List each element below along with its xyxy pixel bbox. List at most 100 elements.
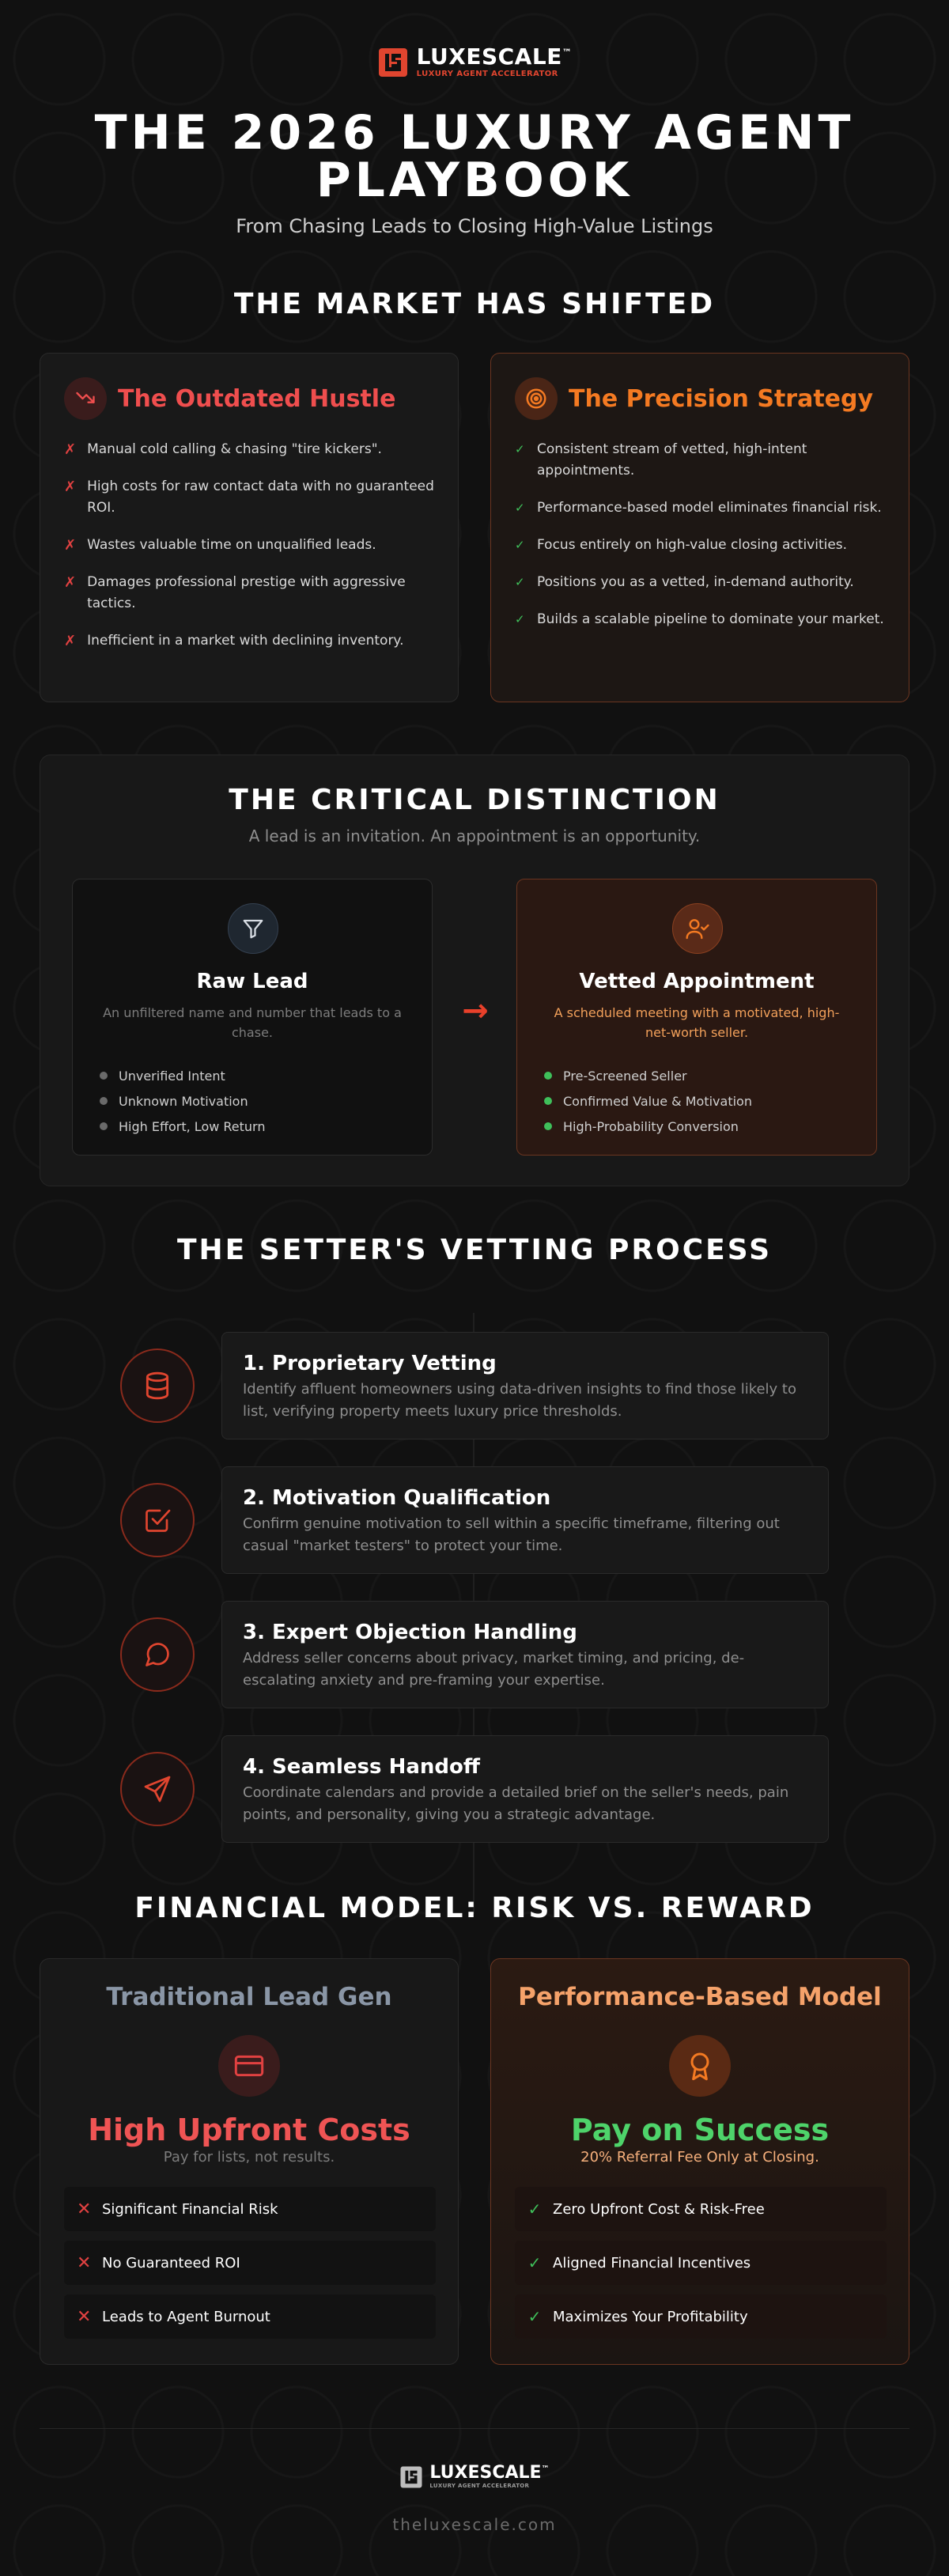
traditional-headline: High Upfront Costs — [88, 2113, 410, 2147]
send-icon — [120, 1752, 195, 1826]
step-title: 3. Expert Objection Handling — [243, 1621, 577, 1644]
arrow-right-icon: → — [462, 993, 489, 1029]
raw-lead-description: An unfiltered name and number that leads… — [103, 1005, 402, 1040]
luxescale-logo-icon — [378, 47, 407, 77]
raw-lead-card: Raw Lead An unfiltered name and number t… — [72, 879, 433, 1156]
list-item: High Effort, Low Return — [100, 1114, 266, 1139]
x-mark-icon: ✗ — [64, 479, 77, 495]
list-item: Unverified Intent — [100, 1063, 266, 1088]
database-icon — [120, 1349, 195, 1423]
financial-heading: FINANCIAL MODEL: RISK VS. REWARD — [134, 1892, 815, 1924]
performance-headline: Pay on Success — [570, 2113, 830, 2147]
vetted-appointment-card: Vetted Appointment A scheduled meeting w… — [516, 879, 877, 1156]
bullet-dot-icon — [100, 1097, 108, 1105]
page-title: THE 2026 LUXURY AGENT PLAYBOOK — [94, 105, 855, 208]
list-item: ✕Leads to Agent Burnout — [64, 2294, 436, 2339]
check-mark-icon: ✓ — [527, 2307, 542, 2326]
footer-divider — [40, 2428, 909, 2429]
bullet-dot-icon — [100, 1122, 108, 1130]
vetted-appointment-description: A scheduled meeting with a motivated, hi… — [554, 1005, 840, 1040]
chat-bubble-icon — [120, 1617, 195, 1692]
luxescale-logo-icon — [400, 2466, 422, 2487]
list-item: ✗Inefficient in a market with declining … — [64, 630, 434, 652]
market-heading: THE MARKET HAS SHIFTED — [233, 288, 716, 320]
bullet-dot-icon — [544, 1072, 552, 1080]
brand-logo: LUXESCALE™ LUXURY AGENT ACCELERATOR — [0, 46, 949, 78]
vetted-appointment-list: Pre-Screened Seller Confirmed Value & Mo… — [544, 1063, 752, 1139]
x-mark-icon: ✕ — [77, 2306, 92, 2327]
x-mark-icon: ✗ — [64, 441, 77, 458]
award-icon — [669, 2035, 731, 2097]
list-item: ✓Builds a scalable pipeline to dominate … — [515, 609, 885, 630]
step-description: Address seller concerns about privacy, m… — [243, 1650, 745, 1689]
process-heading: THE SETTER'S VETTING PROCESS — [176, 1234, 773, 1266]
list-item: ✗Manual cold calling & chasing "tire kic… — [64, 439, 434, 460]
outdated-hustle-title: The Outdated Hustle — [118, 384, 396, 413]
list-item: ✗High costs for raw contact data with no… — [64, 476, 434, 519]
x-mark-icon: ✗ — [64, 537, 77, 554]
footer-brand-tagline: LUXURY AGENT ACCELERATOR — [429, 2483, 530, 2489]
process-step-4: 4. Seamless Handoff Coordinate calendars… — [221, 1735, 829, 1843]
distinction-heading: THE CRITICAL DISTINCTION — [229, 784, 720, 816]
raw-lead-list: Unverified Intent Unknown Motivation Hig… — [100, 1063, 266, 1139]
traditional-title: Traditional Lead Gen — [106, 1983, 392, 2011]
step-title: 2. Motivation Qualification — [243, 1486, 551, 1510]
vetted-appointment-title: Vetted Appointment — [579, 970, 815, 993]
bullet-dot-icon — [544, 1122, 552, 1130]
check-mark-icon: ✓ — [515, 442, 525, 456]
performance-model-card: Performance-Based Model Pay on Success 2… — [490, 1958, 909, 2365]
list-item: Unknown Motivation — [100, 1088, 266, 1114]
target-icon — [515, 377, 558, 420]
funnel-icon — [228, 903, 278, 954]
performance-title: Performance-Based Model — [518, 1983, 882, 2011]
process-step-3: 3. Expert Objection Handling Address sel… — [221, 1601, 829, 1708]
check-mark-icon: ✓ — [515, 612, 525, 626]
x-mark-icon: ✕ — [77, 2253, 92, 2273]
list-item: ✕No Guaranteed ROI — [64, 2241, 436, 2285]
step-title: 1. Proprietary Vetting — [243, 1352, 497, 1375]
step-title: 4. Seamless Handoff — [243, 1755, 480, 1779]
outdated-hustle-list: ✗Manual cold calling & chasing "tire kic… — [64, 439, 434, 668]
traditional-lead-gen-card: Traditional Lead Gen High Upfront Costs … — [40, 1958, 459, 2365]
list-item: ✗Damages professional prestige with aggr… — [64, 572, 434, 615]
precision-strategy-title: The Precision Strategy — [569, 384, 874, 413]
bullet-dot-icon — [100, 1072, 108, 1080]
raw-lead-title: Raw Lead — [196, 970, 308, 993]
list-item: ✗Wastes valuable time on unqualified lea… — [64, 535, 434, 556]
checkbox-icon — [120, 1483, 195, 1557]
brand-tagline: LUXURY AGENT ACCELERATOR — [416, 70, 558, 78]
process-step-2: 2. Motivation Qualification Confirm genu… — [221, 1466, 829, 1574]
list-item: ✓Maximizes Your Profitability — [515, 2294, 887, 2339]
list-item: ✓Focus entirely on high-value closing ac… — [515, 535, 885, 556]
performance-subline: 20% Referral Fee Only at Closing. — [580, 2149, 819, 2166]
list-item: Pre-Screened Seller — [544, 1063, 752, 1088]
footer-website-link[interactable]: theluxescale.com — [392, 2515, 557, 2534]
x-mark-icon: ✕ — [77, 2199, 92, 2219]
list-item: Confirmed Value & Motivation — [544, 1088, 752, 1114]
brand-name: LUXESCALE™ — [416, 44, 573, 70]
list-item: ✓Consistent stream of vetted, high-inten… — [515, 439, 885, 482]
check-mark-icon: ✓ — [527, 2253, 542, 2272]
precision-strategy-card: The Precision Strategy ✓Consistent strea… — [490, 353, 909, 702]
outdated-hustle-card: The Outdated Hustle ✗Manual cold calling… — [40, 353, 459, 702]
step-description: Identify affluent homeowners using data-… — [243, 1381, 797, 1420]
list-item: ✓Aligned Financial Incentives — [515, 2241, 887, 2285]
x-mark-icon: ✗ — [64, 574, 77, 591]
precision-strategy-list: ✓Consistent stream of vetted, high-inten… — [515, 439, 885, 646]
critical-distinction-panel: THE CRITICAL DISTINCTION A lead is an in… — [40, 755, 909, 1186]
distinction-subtitle: A lead is an invitation. An appointment … — [248, 827, 701, 845]
list-item: ✓Zero Upfront Cost & Risk-Free — [515, 2187, 887, 2231]
list-item: ✓Performance-based model eliminates fina… — [515, 497, 885, 519]
check-mark-icon: ✓ — [515, 575, 525, 589]
step-description: Confirm genuine motivation to sell withi… — [243, 1515, 780, 1554]
list-item: ✓Positions you as a vetted, in-demand au… — [515, 572, 885, 593]
check-mark-icon: ✓ — [515, 501, 525, 515]
footer-brand-name: LUXESCALE™ — [429, 2463, 550, 2483]
check-mark-icon: ✓ — [515, 538, 525, 552]
process-step-1: 1. Proprietary Vetting Identify affluent… — [221, 1332, 829, 1439]
trending-down-icon — [64, 377, 107, 420]
x-mark-icon: ✗ — [64, 633, 77, 649]
credit-card-icon — [218, 2035, 280, 2097]
step-description: Coordinate calendars and provide a detai… — [243, 1784, 789, 1823]
